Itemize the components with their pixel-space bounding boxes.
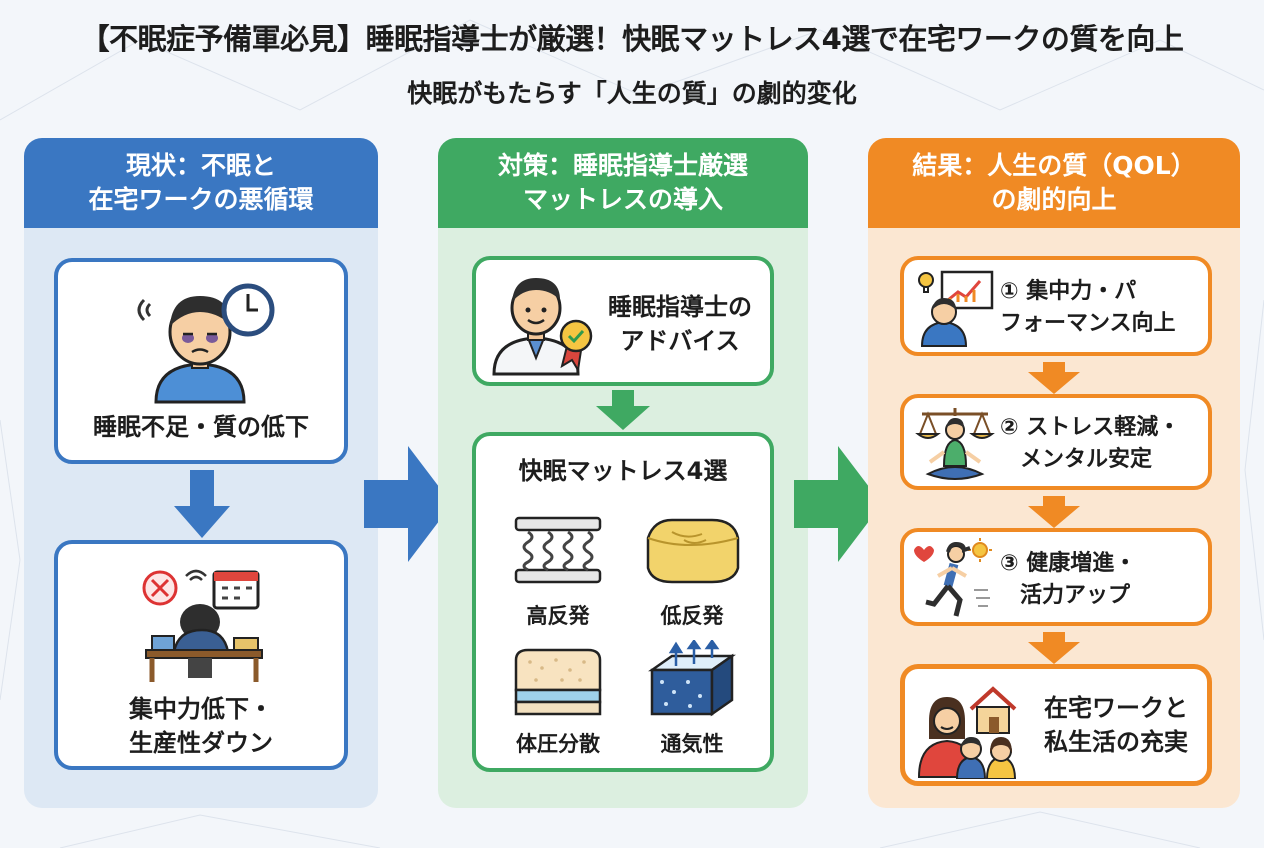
right-arrow-icon bbox=[794, 446, 882, 562]
down-arrow-icon bbox=[174, 470, 230, 538]
result-item-stress-line2: メンタル安定 bbox=[1020, 447, 1153, 472]
down-arrow-icon bbox=[1028, 496, 1080, 528]
result-final-line1: 在宅ワークと bbox=[1044, 694, 1188, 722]
result-item-health-line2: 活力アップ bbox=[1020, 583, 1131, 608]
mattress-selection-title: 快眠マットレス4選 bbox=[518, 457, 728, 485]
pressure-distribution-mattress-icon bbox=[514, 648, 602, 716]
result-final-card: 在宅ワークと 私生活の充実 bbox=[900, 664, 1212, 786]
tired-person-with-clock-icon bbox=[137, 283, 275, 404]
page-subtitle: 快眠がもたらす「人生の質」の劇的変化 bbox=[407, 79, 857, 108]
measure-header: 対策：睡眠指導士厳選 マットレスの導入 bbox=[438, 138, 808, 228]
right-arrow-icon bbox=[364, 446, 452, 562]
down-arrow-icon bbox=[596, 390, 650, 430]
sleep-deprivation-card: 睡眠不足・質の低下 bbox=[54, 258, 348, 464]
result-final-line2: 私生活の充実 bbox=[1044, 728, 1188, 756]
meditation-balance-icon bbox=[915, 408, 995, 480]
expert-advice-label: 睡眠指導士の アドバイス bbox=[588, 290, 772, 358]
mattress-type-breathability: 通気性 bbox=[660, 732, 724, 756]
result-item-health: ③ 健康増進・ 活力アップ bbox=[900, 528, 1212, 626]
current-header-line1: 現状：不眠と bbox=[125, 151, 276, 180]
mattress-type-low-resilience: 低反発 bbox=[660, 604, 724, 628]
measure-header-line1: 対策：睡眠指導士厳選 bbox=[497, 151, 748, 180]
productivity-drop-label: 集中力低下・ 生産性ダウン bbox=[58, 692, 344, 760]
low-resilience-mattress-icon bbox=[646, 518, 740, 584]
mattress-type-pressure-distribution: 体圧分散 bbox=[516, 732, 600, 756]
breathable-mattress-icon bbox=[648, 640, 736, 717]
current-situation-header: 現状：不眠と 在宅ワークの悪循環 bbox=[24, 138, 378, 228]
current-situation-panel: 現状：不眠と 在宅ワークの悪循環 睡眠不足・質の低下 bbox=[24, 138, 378, 808]
result-header-line2: の劇的向上 bbox=[991, 185, 1117, 214]
runner-icon bbox=[914, 538, 992, 617]
expert-advice-line2: アドバイス bbox=[620, 327, 740, 355]
result-item-health-line1: ③ 健康増進・ bbox=[1000, 551, 1137, 576]
expert-advice-card: 睡眠指導士の アドバイス bbox=[472, 256, 774, 386]
performance-chart-icon bbox=[918, 270, 994, 347]
measure-header-line2: マットレスの導入 bbox=[522, 185, 723, 214]
exhausted-worker-at-desk-icon bbox=[142, 569, 263, 682]
result-panel: 結果：人生の質（QOL） の劇的向上 ① 集中力・パ フォーマンス向上 bbox=[868, 138, 1240, 808]
result-header-line1: 結果：人生の質（QOL） bbox=[912, 151, 1196, 180]
down-arrow-icon bbox=[1028, 632, 1080, 664]
family-home-icon bbox=[917, 686, 1017, 779]
productivity-drop-card: 集中力低下・ 生産性ダウン bbox=[54, 540, 348, 770]
result-item-focus-line1: ① 集中力・パ bbox=[1000, 279, 1137, 304]
sleep-deprivation-label: 睡眠不足・質の低下 bbox=[93, 413, 309, 441]
result-header: 結果：人生の質（QOL） の劇的向上 bbox=[868, 138, 1240, 228]
result-item-focus-line2: フォーマンス向上 bbox=[1000, 311, 1176, 336]
mattress-type-high-resilience: 高反発 bbox=[526, 604, 590, 628]
mattress-selection-card: 快眠マットレス4選 高反発 低反発 bbox=[472, 432, 774, 772]
high-resilience-mattress-icon bbox=[514, 516, 602, 584]
sleep-expert-doctor-icon bbox=[492, 278, 593, 376]
result-item-stress: ② ストレス軽減・ メンタル安定 bbox=[900, 394, 1212, 490]
productivity-drop-line1: 集中力低下・ bbox=[129, 695, 273, 723]
result-item-focus-text: ① 集中力・パ フォーマンス向上 bbox=[1000, 276, 1176, 340]
down-arrow-icon bbox=[1028, 362, 1080, 394]
result-final-text: 在宅ワークと 私生活の充実 bbox=[1023, 691, 1209, 759]
result-item-stress-line1: ② ストレス軽減・ bbox=[1000, 415, 1181, 440]
result-item-focus: ① 集中力・パ フォーマンス向上 bbox=[900, 256, 1212, 356]
measure-panel: 対策：睡眠指導士厳選 マットレスの導入 睡眠指導士の アドバイス 快眠マットレス… bbox=[438, 138, 808, 808]
page-title: 【不眠症予備軍必見】睡眠指導士が厳選！快眠マットレス4選で在宅ワークの質を向上 bbox=[80, 22, 1184, 56]
result-item-stress-text: ② ストレス軽減・ メンタル安定 bbox=[1000, 412, 1180, 476]
result-item-health-text: ③ 健康増進・ 活力アップ bbox=[1000, 548, 1136, 612]
productivity-drop-line2: 生産性ダウン bbox=[129, 729, 273, 757]
expert-advice-line1: 睡眠指導士の bbox=[608, 293, 752, 321]
current-header-line2: 在宅ワークの悪循環 bbox=[88, 185, 314, 214]
